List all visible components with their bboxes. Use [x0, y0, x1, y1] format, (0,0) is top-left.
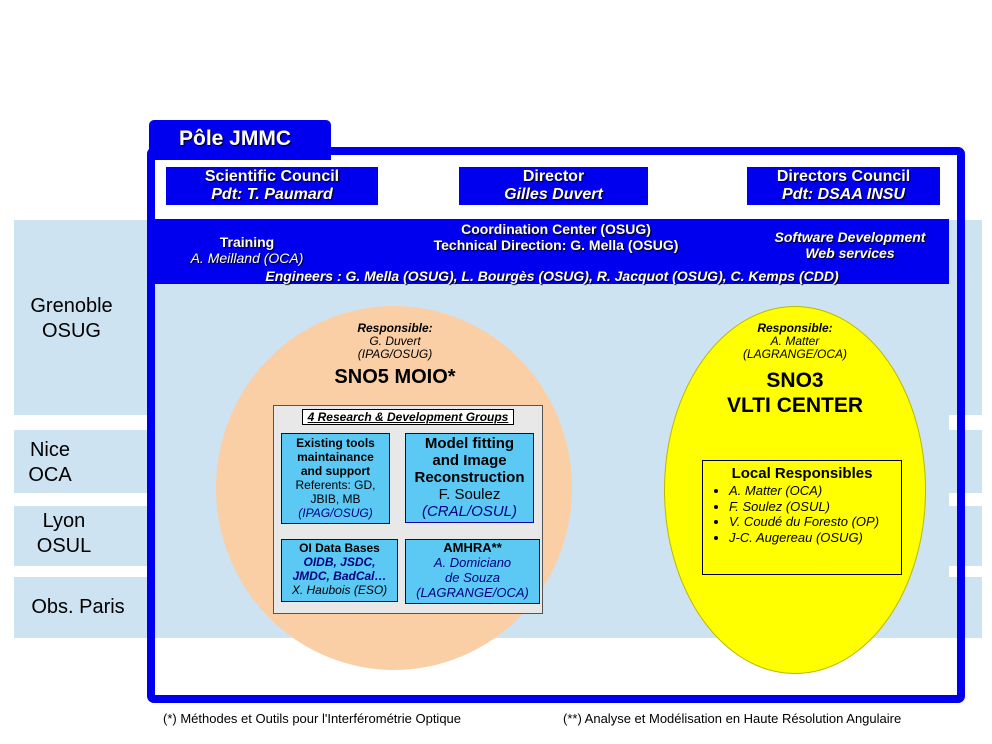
vlti-responsible-name: A. Matter: [770, 334, 820, 348]
group-oi-databases: OI Data Bases OIDB, JSDC, JMDC, BadCal… …: [281, 539, 398, 602]
moio-responsible-label: Responsible:: [357, 321, 433, 335]
moio-title: SNO5 MOIO*: [334, 366, 456, 388]
director-box: Director Gilles Duvert: [459, 167, 648, 205]
group-tools-line3: and support: [300, 464, 371, 478]
coordination-strip: [155, 219, 949, 284]
software-development: Software Development: [774, 229, 926, 245]
web-services: Web services: [805, 245, 895, 261]
director-name: Gilles Duvert: [504, 186, 603, 203]
footnote-amhra: (**) Analyse et Modélisation en Haute Ré…: [563, 711, 902, 726]
vlti-responsible-label: Responsible:: [757, 321, 833, 335]
group-fitting-line2: and Image: [432, 452, 507, 469]
list-item: J-C. Augereau (OSUG): [729, 530, 879, 546]
training-name: A. Meilland (OCA): [190, 250, 304, 266]
directors-council-name: Pdt: DSAA INSU: [782, 186, 905, 203]
engineers-line: Engineers : G. Mella (OSUG), L. Bourgès …: [265, 268, 839, 284]
vlti-title-line2: VLTI CENTER: [726, 394, 864, 417]
group-amhra-title: AMHRA**: [443, 540, 502, 555]
group-oidb-line2: OIDB, JSDC,: [303, 555, 376, 569]
local-responsibles-list: A. Matter (OCA) F. Soulez (OSUL) V. Coud…: [709, 483, 879, 545]
coordination-center: Coordination Center (OSUG): [461, 221, 651, 237]
pole-title: Pôle JMMC: [179, 127, 292, 150]
group-fitting-line3: Reconstruction: [414, 469, 525, 486]
group-amhra-name: A. Domiciano: [433, 555, 512, 570]
group-oidb-line3: JMDC, BadCal…: [292, 569, 387, 583]
group-fitting-name: F. Soulez: [438, 486, 501, 503]
moio-responsible-name: G. Duvert: [369, 334, 421, 348]
group-oidb-line1: OI Data Bases: [299, 541, 380, 555]
group-fitting-line1: Model fitting: [424, 435, 515, 452]
group-tools-inst: (IPAG/OSUG): [298, 506, 373, 520]
group-tools-line1: Existing tools: [296, 436, 375, 450]
scientific-council-label: Scientific Council: [204, 168, 340, 185]
group-amhra-inst: (LAGRANGE/OCA): [416, 585, 529, 600]
site-paris: Obs. Paris: [31, 596, 125, 618]
list-item: F. Soulez (OSUL): [729, 499, 879, 515]
group-tools-referents: Referents: GD,: [295, 478, 376, 492]
directors-council-label: Directors Council: [776, 168, 911, 185]
director-label: Director: [522, 168, 585, 185]
list-item: A. Matter (OCA): [729, 483, 879, 499]
group-tools-line2: maintainance: [297, 450, 374, 464]
moio-responsible-inst: (IPAG/OSUG): [357, 347, 433, 361]
group-existing-tools: Existing tools maintainance and support …: [281, 433, 390, 524]
site-nice: Nice OCA: [28, 439, 72, 486]
group-fitting-inst: (CRAL/OSUL): [421, 503, 518, 520]
local-responsibles-box: Local Responsibles A. Matter (OCA) F. So…: [702, 460, 902, 575]
local-responsibles-title: Local Responsibles: [731, 465, 873, 482]
group-amhra-name-2: de Souza: [445, 570, 500, 585]
vlti-title-line1: SNO3: [766, 369, 824, 392]
group-amhra: AMHRA** A. Domiciano de Souza (LAGRANGE/…: [405, 539, 540, 604]
vlti-responsible-inst: (LAGRANGE/OCA): [742, 347, 847, 361]
rd-groups-title: 4 Research & Development Groups: [302, 409, 514, 425]
training-label: Training: [219, 234, 275, 250]
site-grenoble: Grenoble OSUG: [30, 295, 113, 342]
site-lyon: Lyon OSUL: [36, 510, 92, 557]
technical-direction: Technical Direction: G. Mella (OSUG): [433, 237, 679, 253]
rd-groups-panel: 4 Research & Development Groups Existing…: [273, 405, 543, 614]
group-model-fitting: Model fitting and Image Reconstruction F…: [405, 433, 534, 523]
list-item: V. Coudé du Foresto (OP): [729, 514, 879, 530]
scientific-council-box: Scientific Council Pdt: T. Paumard: [166, 167, 378, 205]
pole-frame: [147, 147, 965, 703]
group-tools-referents-2: JBIB, MB: [310, 492, 361, 506]
group-oidb-name: X. Haubois (ESO): [291, 583, 388, 597]
directors-council-box: Directors Council Pdt: DSAA INSU: [747, 167, 940, 205]
footnote-moio: (*) Méthodes et Outils pour l'Interférom…: [163, 711, 462, 726]
scientific-council-name: Pdt: T. Paumard: [211, 186, 333, 203]
